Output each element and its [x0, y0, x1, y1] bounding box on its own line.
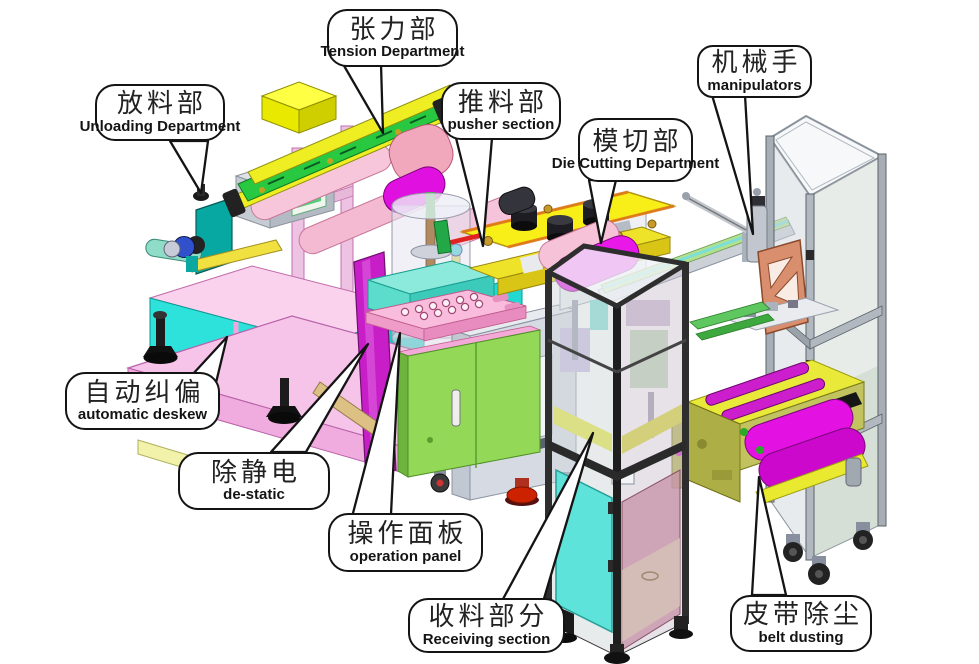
- manipulator-tower: [765, 114, 887, 585]
- callout-pusher-zh: 推料部: [457, 86, 548, 117]
- callout-unloading-zh: 放料部: [116, 88, 207, 119]
- callout-deskew: 自动纠偏 automatic deskew: [65, 372, 220, 430]
- callout-pusher-en: pusher section: [447, 116, 555, 134]
- callout-operation-panel: 操作面板 operation panel: [328, 513, 483, 572]
- callout-belt-dusting-en: belt dusting: [758, 628, 844, 646]
- callout-tension-en: Tension Department: [320, 43, 465, 61]
- callout-unloading-en: Unloading Department: [79, 117, 241, 135]
- callout-die-cutting-en: Die Cutting Department: [551, 155, 720, 173]
- operation-panel-cabinet: [365, 260, 542, 478]
- callout-receiving-en: Receiving section: [422, 630, 551, 648]
- callout-receiving-zh: 收料部分: [428, 601, 549, 632]
- callout-destatic-zh: 除静电: [210, 456, 301, 487]
- callout-manipulators: 机械手 manipulators: [697, 45, 812, 98]
- callout-die-cutting: 模切部 Die Cutting Department: [552, 118, 719, 182]
- callout-operation-panel-en: operation panel: [349, 547, 462, 565]
- callout-receiving: 收料部分 Receiving section: [408, 598, 565, 653]
- callout-deskew-zh: 自动纠偏: [84, 376, 205, 407]
- callout-deskew-en: automatic deskew: [77, 406, 208, 424]
- callout-unloading: 放料部 Unloading Department: [80, 84, 240, 141]
- callout-destatic-en: de-static: [223, 486, 285, 504]
- callout-operation-panel-zh: 操作面板: [347, 518, 468, 549]
- callout-leader-lines: [168, 62, 788, 604]
- callout-destatic: 除静电 de-static: [178, 452, 330, 510]
- manipulator-assembly: [689, 188, 840, 341]
- leader-unloading: [168, 139, 210, 195]
- callout-die-cutting-zh: 模切部: [592, 125, 683, 156]
- callout-tension: 张力部 Tension Department: [321, 9, 464, 67]
- callout-belt-dusting: 皮带除尘 belt dusting: [730, 595, 872, 652]
- receiving-tower: [545, 243, 693, 664]
- callout-manipulators-zh: 机械手: [711, 47, 802, 78]
- callout-pusher: 推料部 pusher section: [441, 82, 561, 140]
- callout-tension-zh: 张力部: [349, 13, 440, 44]
- callout-belt-dusting-zh: 皮带除尘: [742, 599, 863, 630]
- callout-manipulators-en: manipulators: [707, 76, 802, 94]
- belt-dusting-conveyor: [671, 359, 869, 505]
